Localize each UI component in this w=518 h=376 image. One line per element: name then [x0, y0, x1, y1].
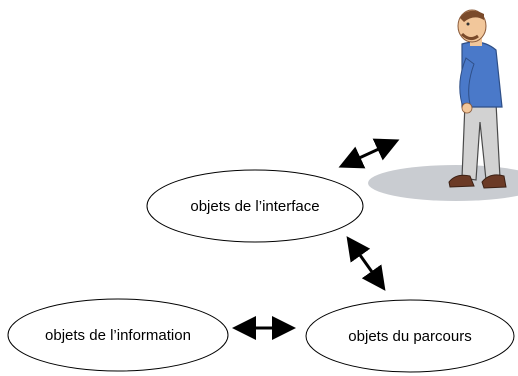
node-parcours-label: objets du parcours	[348, 328, 471, 345]
node-parcours: objets du parcours	[305, 299, 515, 373]
edge-user-interface	[338, 138, 400, 169]
node-interface-label: objets de l’interface	[190, 198, 319, 215]
user-figure-icon	[368, 9, 518, 201]
floor-shadow	[368, 165, 518, 201]
node-information: objets de l’information	[7, 298, 229, 372]
node-information-label: objets de l’information	[45, 327, 191, 344]
node-interface: objets de l’interface	[146, 169, 364, 243]
edge-interface-parcours	[346, 236, 386, 291]
